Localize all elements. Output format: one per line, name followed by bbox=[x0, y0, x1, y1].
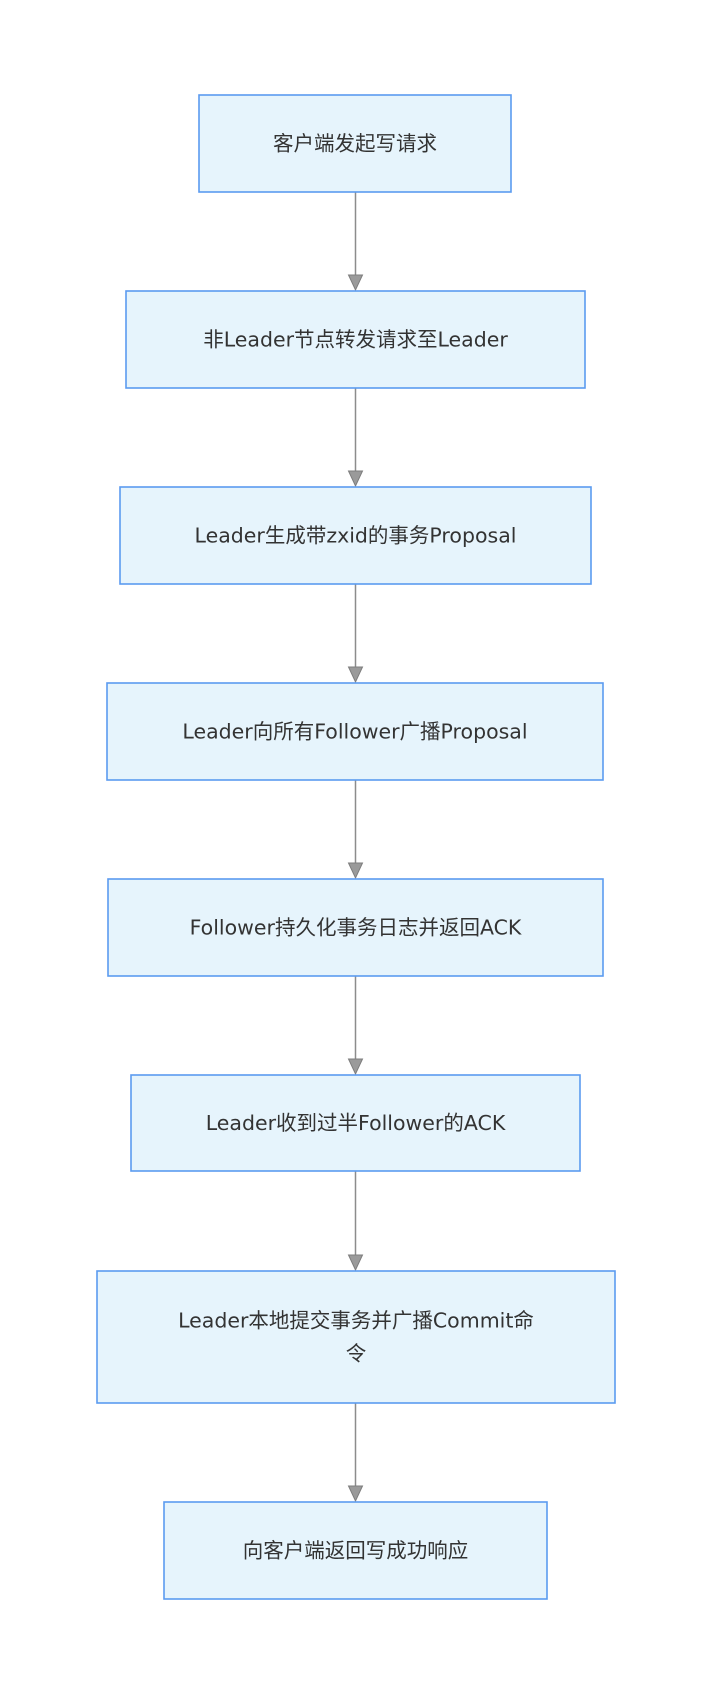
flow-edge-7 bbox=[347, 1403, 364, 1503]
flow-node-box bbox=[125, 290, 586, 389]
flow-edge-5 bbox=[347, 976, 364, 1076]
flow-node-box bbox=[130, 1074, 581, 1172]
flow-edge-2 bbox=[347, 388, 364, 488]
flow-node-box bbox=[96, 1270, 616, 1404]
flow-node-5: Follower持久化事务日志并返回ACK bbox=[107, 878, 604, 977]
arrow-down-icon bbox=[347, 1058, 364, 1076]
flow-node-label: Follower持久化事务日志并返回ACK bbox=[190, 916, 522, 940]
flow-node-label: 向客户端返回写成功响应 bbox=[243, 1539, 469, 1563]
arrow-down-icon bbox=[347, 274, 364, 292]
flow-node-label: 令 bbox=[346, 1342, 367, 1366]
flow-node-label: 非Leader节点转发请求至Leader bbox=[203, 328, 508, 352]
arrow-down-icon bbox=[347, 862, 364, 880]
flow-node-2: 非Leader节点转发请求至Leader bbox=[125, 290, 586, 389]
flow-node-4: Leader向所有Follower广播Proposal bbox=[106, 682, 604, 781]
flow-node-box bbox=[107, 878, 604, 977]
flow-edge-1 bbox=[347, 192, 364, 292]
arrow-down-icon bbox=[347, 666, 364, 684]
flow-node-box bbox=[119, 486, 592, 585]
flow-node-box bbox=[106, 682, 604, 781]
flow-node-label: Leader收到过半Follower的ACK bbox=[206, 1111, 506, 1135]
flow-edge-6 bbox=[347, 1171, 364, 1272]
flow-node-1: 客户端发起写请求 bbox=[198, 94, 512, 193]
nodes-layer: 客户端发起写请求非Leader节点转发请求至LeaderLeader生成带zxi… bbox=[96, 94, 616, 1600]
flow-edge-3 bbox=[347, 584, 364, 684]
flow-node-label: Leader本地提交事务并广播Commit命 bbox=[178, 1309, 534, 1333]
flow-node-6: Leader收到过半Follower的ACK bbox=[130, 1074, 581, 1172]
arrow-down-icon bbox=[347, 1485, 364, 1503]
arrow-down-icon bbox=[347, 1254, 364, 1272]
flow-node-label: Leader向所有Follower广播Proposal bbox=[182, 720, 527, 744]
flow-node-label: 客户端发起写请求 bbox=[273, 132, 437, 156]
flow-edge-4 bbox=[347, 780, 364, 880]
flow-node-label: Leader生成带zxid的事务Proposal bbox=[195, 524, 517, 548]
flow-node-8: 向客户端返回写成功响应 bbox=[163, 1501, 548, 1600]
flow-node-box bbox=[163, 1501, 548, 1600]
edges-layer bbox=[347, 192, 364, 1503]
flow-node-3: Leader生成带zxid的事务Proposal bbox=[119, 486, 592, 585]
arrow-down-icon bbox=[347, 470, 364, 488]
flow-node-box bbox=[198, 94, 512, 193]
